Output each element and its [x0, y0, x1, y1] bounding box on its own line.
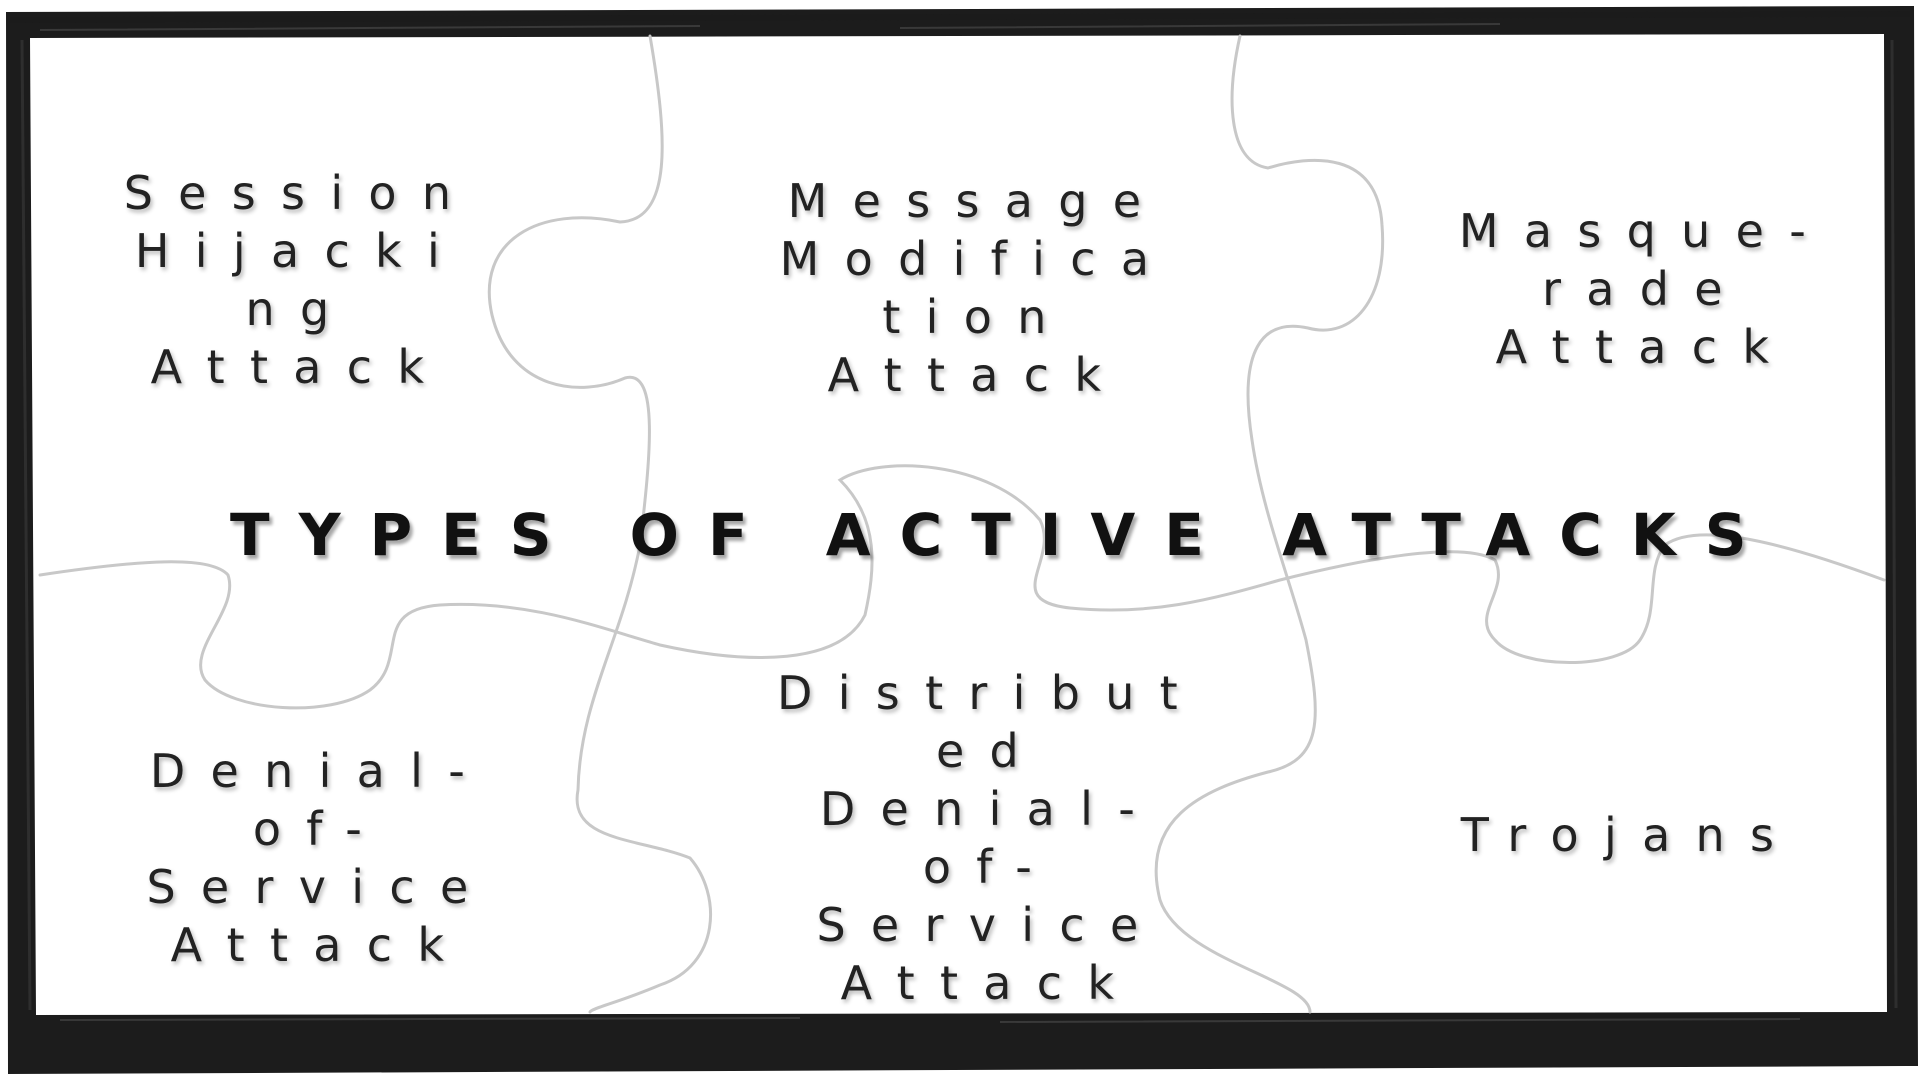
label-masquerade: Masque- rade Attack — [1458, 204, 1832, 374]
label-message-modification: Message Modifica tion Attack — [779, 174, 1175, 402]
puzzle-seam-left — [487, 34, 713, 1014]
label-session-hijacking: Session Hijacki ng Attack — [123, 166, 477, 394]
label-distributed-denial-of-service: Distribut ed Denial- of- Service Attack — [777, 666, 1203, 1010]
label-trojans: Trojans — [1460, 808, 1800, 862]
puzzle-seam-horizontal — [38, 464, 1886, 710]
label-denial-of-service: Denial- of- Service Attack — [146, 744, 494, 972]
diagram-title: TYPES OF ACTIVE ATTACKS — [230, 501, 1776, 569]
puzzle-seam-right — [1154, 34, 1385, 1014]
